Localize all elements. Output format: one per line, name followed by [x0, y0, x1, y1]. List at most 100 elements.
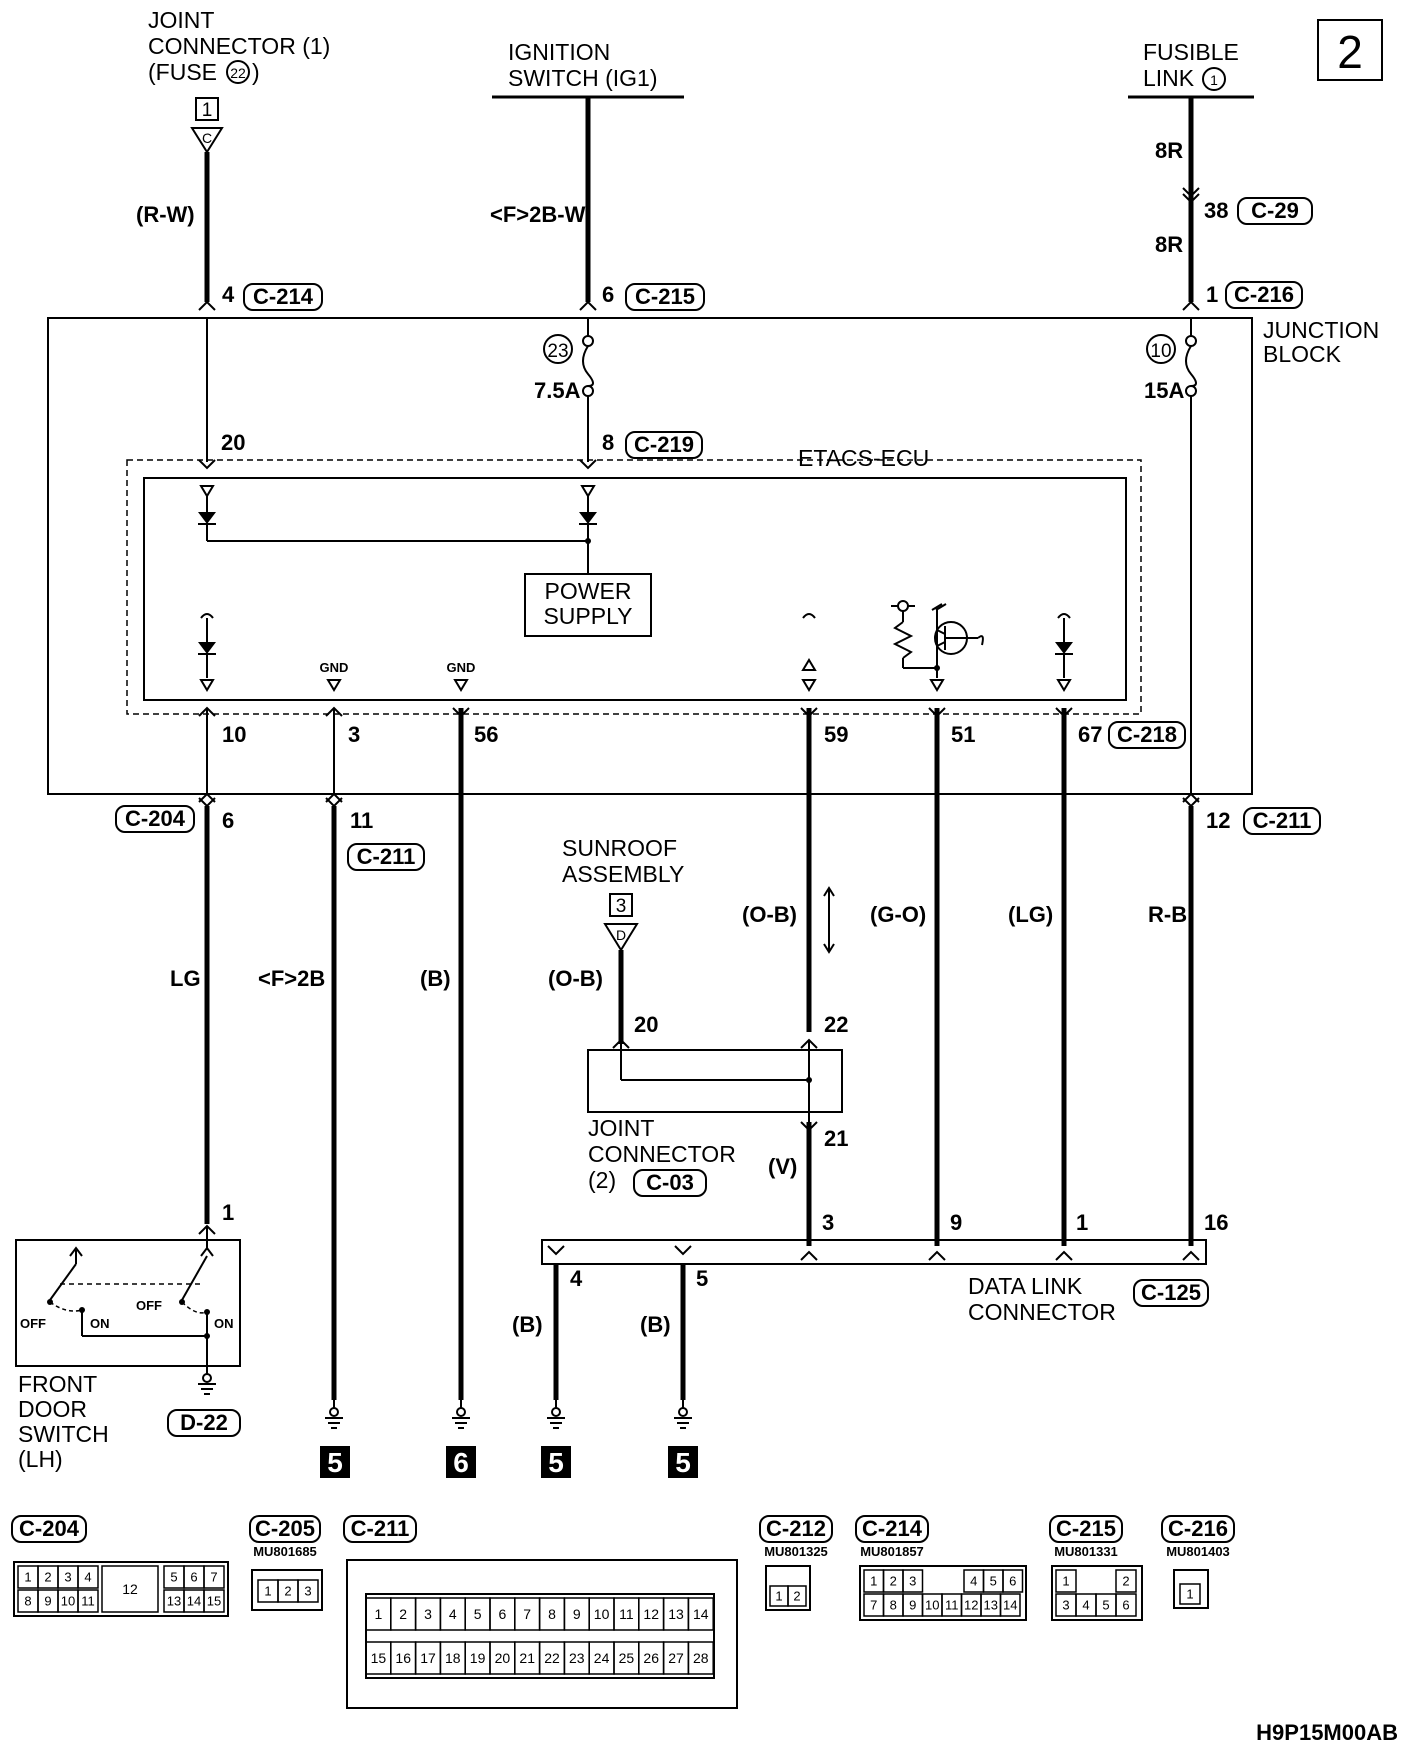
power-supply-label-2: SUPPLY	[543, 603, 632, 629]
sunroof-reference: 3 D	[603, 893, 639, 952]
pin-4: 4	[222, 282, 235, 307]
connector-c-211-tag-mid: C-211	[347, 843, 425, 871]
ground-icon	[451, 1399, 471, 1429]
connector-c-125-tag: C-125	[1133, 1279, 1209, 1307]
svg-text:C-29: C-29	[1251, 198, 1299, 223]
switch-on-label-2: ON	[214, 1316, 234, 1331]
connector-pin-label: 8	[548, 1606, 556, 1622]
switch-off-label-2: OFF	[136, 1298, 162, 1313]
pin-6-bottom: 6	[222, 808, 234, 833]
svg-text:10: 10	[1150, 341, 1171, 362]
ground-icon	[673, 1399, 693, 1429]
connector-pin-label: 21	[519, 1650, 535, 1666]
data-link-connector-label: DATA LINK CONNECTOR	[968, 1273, 1116, 1325]
svg-text:C-212: C-212	[766, 1516, 826, 1541]
pin-38: 38	[1204, 198, 1228, 223]
data-link-pin-numbers: 3 9 1 16 4 5	[570, 1210, 1228, 1291]
svg-text:JOINT: JOINT	[148, 7, 214, 33]
page-number: 2	[1337, 26, 1363, 78]
connector-pin-label: 6	[190, 1570, 197, 1585]
svg-text:4: 4	[570, 1266, 583, 1291]
svg-text:IGNITION: IGNITION	[508, 39, 610, 65]
wire-label-v: (V)	[768, 1154, 797, 1179]
connector-pin-cell	[297, 1579, 319, 1603]
connector-c-214-tag: C-214	[243, 283, 323, 311]
connector-pin-label: 1	[1186, 1587, 1193, 1602]
connector-pin-label: 2	[284, 1584, 291, 1599]
svg-text:6: 6	[453, 1447, 469, 1478]
connector-pin-label: 10	[61, 1594, 75, 1609]
svg-text:5: 5	[327, 1447, 343, 1478]
connector-pin-label: 3	[1062, 1598, 1069, 1613]
connector-pin-label: 5	[170, 1570, 177, 1585]
fusible-link-label: FUSIBLE LINK 1	[1128, 39, 1254, 99]
connector-pin-label: 10	[594, 1606, 610, 1622]
wire-label-r-w: (R-W)	[136, 202, 195, 227]
connector-pin-label: 3	[424, 1606, 432, 1622]
svg-text:1: 1	[1210, 72, 1218, 88]
svg-text:3: 3	[348, 722, 360, 747]
svg-text:67: 67	[1078, 722, 1102, 747]
connector-pin-label: 5	[1102, 1598, 1109, 1613]
connector-pin-label: 19	[470, 1650, 486, 1666]
svg-text:LINK: LINK	[1143, 65, 1195, 91]
connector-pin-cell	[203, 1589, 225, 1613]
ecu-pin-numbers: 10 3 56 59 51 67	[222, 722, 1102, 747]
connector-pin-cell	[999, 1593, 1021, 1617]
connector-pin-label: 1	[24, 1570, 31, 1585]
svg-text:CONNECTOR (1): CONNECTOR (1)	[148, 33, 330, 59]
connector-pin-cell	[1115, 1593, 1137, 1617]
connector-pin-label: 1	[375, 1606, 383, 1622]
connector-pin-label: 1	[1062, 1574, 1069, 1589]
fuse-10	[1185, 345, 1197, 387]
svg-text:MU801325: MU801325	[764, 1544, 828, 1559]
connector-pin-label: 15	[207, 1594, 221, 1609]
connector-pin-label: 11	[81, 1594, 95, 1609]
joint-connector-1-reference: 1 C	[190, 97, 224, 154]
connector-pin-cell	[77, 1565, 99, 1589]
svg-text:<F>2B: <F>2B	[258, 966, 325, 991]
connector-pin-label: 6	[1122, 1598, 1129, 1613]
svg-text:10: 10	[222, 722, 246, 747]
ground-icon	[324, 1399, 344, 1429]
connector-pin-label: 14	[693, 1606, 709, 1622]
svg-text:CONNECTOR: CONNECTOR	[588, 1141, 736, 1167]
svg-text:5: 5	[548, 1447, 564, 1478]
connector-c-216-tag: C-216	[1225, 281, 1303, 309]
connector-pin-label: 12	[643, 1606, 659, 1622]
connector-view-c-216: C-216 MU801403 1	[1161, 1515, 1235, 1609]
svg-text:7.5A: 7.5A	[534, 378, 581, 403]
svg-text:D: D	[616, 927, 626, 943]
svg-text:D-22: D-22	[180, 1410, 228, 1435]
jc-pin-20: 20	[634, 1012, 658, 1037]
connector-pin-label: 9	[909, 1598, 916, 1613]
svg-text:C-211: C-211	[1253, 808, 1312, 833]
svg-text:56: 56	[474, 722, 498, 747]
connector-pin-label: 7	[870, 1598, 877, 1613]
svg-text:): )	[252, 59, 260, 85]
svg-text:C: C	[202, 130, 212, 146]
ignition-switch-label: IGNITION SWITCH (IG1)	[492, 39, 684, 99]
gnd-label-56: GND	[447, 660, 476, 675]
page-number-box	[1317, 19, 1383, 81]
connector-pin-label: 8	[24, 1594, 31, 1609]
connector-pin-cell	[1002, 1569, 1024, 1593]
switch-on-label-1: ON	[90, 1316, 110, 1331]
connector-d-22-tag: D-22	[167, 1409, 241, 1437]
connector-pin-label: 13	[167, 1594, 181, 1609]
svg-text:MU801857: MU801857	[860, 1544, 924, 1559]
connector-pin-cell	[1115, 1569, 1137, 1593]
svg-text:SWITCH: SWITCH	[18, 1421, 109, 1447]
fuse-22-number: 22	[230, 65, 246, 81]
svg-text:9: 9	[950, 1210, 962, 1235]
junction-block-label: JUNCTION BLOCK	[1263, 317, 1379, 367]
connector-pin-label: 11	[619, 1606, 634, 1622]
connector-pin-label: 28	[693, 1650, 709, 1666]
svg-text:(2): (2)	[588, 1167, 616, 1193]
connector-pin-label: 22	[544, 1650, 560, 1666]
svg-text:(B): (B)	[420, 966, 451, 991]
connector-pin-cell	[1055, 1569, 1077, 1593]
svg-text:(G-O): (G-O)	[870, 902, 926, 927]
joint-connector-1-label: JOINT CONNECTOR (1) (FUSE 22 )	[148, 7, 330, 85]
